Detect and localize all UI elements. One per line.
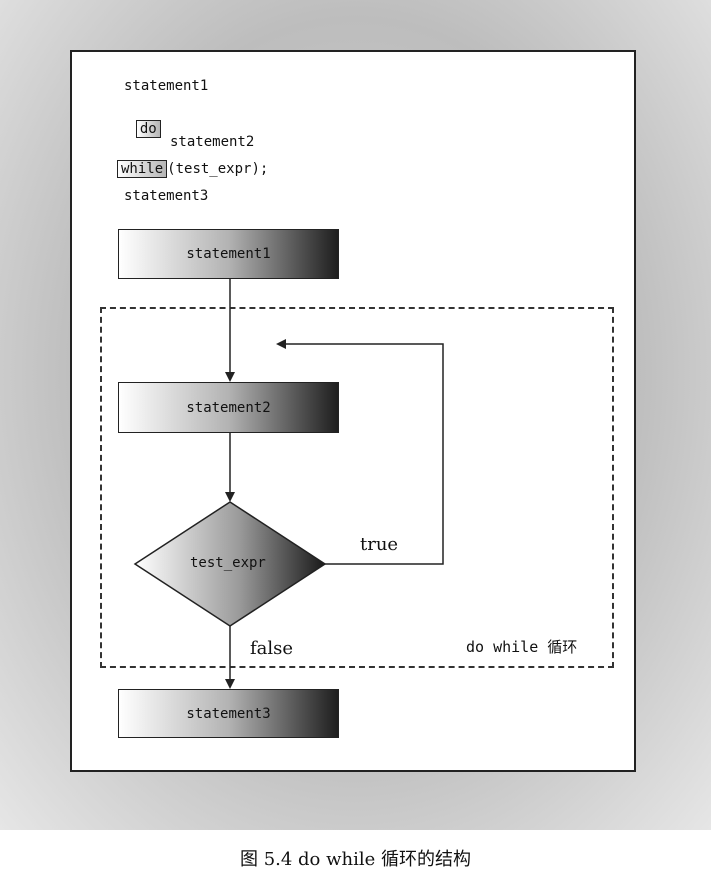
loop-region — [100, 307, 614, 668]
arrow-s2-decision-head — [225, 492, 235, 502]
figure-caption: 图 5.4 do while 循环的结构 — [239, 849, 472, 870]
statement2-box: statement2 — [118, 382, 339, 433]
arrow-s1-s2-head — [225, 372, 235, 382]
code-line-while: while(test_expr); — [117, 160, 268, 178]
decision-label: test_expr — [190, 555, 266, 571]
keyword-do: do — [135, 120, 161, 138]
arrow-false-head — [225, 679, 235, 689]
statement2-box-label: statement2 — [186, 399, 271, 416]
true-label: true — [360, 534, 399, 555]
code-line-statement3: statement3 — [124, 188, 209, 204]
code-line-statement2: statement2 — [170, 134, 255, 150]
loop-label: do while 循环 — [466, 638, 578, 656]
statement3-box-label: statement3 — [186, 705, 271, 722]
while-condition: (test_expr); — [167, 161, 269, 177]
statement1-box: statement1 — [118, 229, 339, 279]
arrow-true-loop-head — [276, 339, 286, 349]
code-line-do: do — [119, 104, 161, 138]
false-label: false — [250, 638, 294, 659]
code-line-statement1: statement1 — [124, 78, 209, 94]
statement3-box: statement3 — [118, 689, 339, 738]
keyword-while: while — [117, 160, 168, 178]
arrow-true-loop — [284, 343, 444, 565]
statement1-box-label: statement1 — [186, 246, 271, 262]
